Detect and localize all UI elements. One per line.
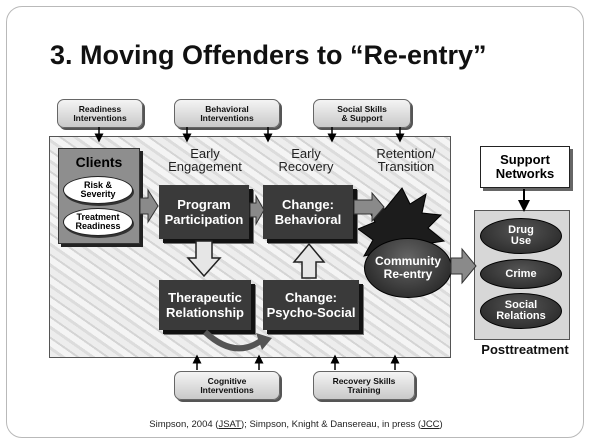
citation-link-jcc[interactable]: JCC bbox=[421, 419, 440, 430]
stage-label-line2: Recovery bbox=[278, 159, 334, 174]
citation-text: Simpson, 2004 (JSAT); Simpson, Knight & … bbox=[0, 419, 592, 430]
citation-part1: Simpson, 2004 ( bbox=[149, 419, 219, 430]
change-psychosocial-box: Change:Psycho-Social bbox=[263, 280, 359, 330]
citation-part2: ); Simpson, Knight & Dansereau, in press… bbox=[241, 419, 422, 430]
arrow-psychosocial-to-behavioral bbox=[292, 242, 326, 279]
social-line2: Relations bbox=[496, 310, 546, 322]
drug-line1: Drug bbox=[508, 224, 534, 236]
clients-title: Clients bbox=[75, 154, 123, 170]
citation-link-jsat[interactable]: JSAT bbox=[218, 419, 241, 430]
recovery-line1: Recovery Skills bbox=[332, 375, 396, 386]
curved-arrow-head bbox=[256, 333, 272, 350]
community-line2: Re-entry bbox=[383, 267, 433, 281]
arrow-program-to-therapeutic bbox=[186, 240, 222, 278]
risk-line2: Severity bbox=[80, 189, 116, 199]
therapeutic-line2: Relationship bbox=[165, 305, 244, 320]
behavioral-line2: Behavioral bbox=[274, 212, 342, 227]
arrow-community-to-posttreatment bbox=[450, 247, 477, 285]
psychosocial-line2: Psycho-Social bbox=[266, 305, 356, 320]
readiness-interventions-line1: Readiness bbox=[78, 103, 122, 114]
crime-oval: Crime bbox=[480, 259, 562, 289]
crime-line1: Crime bbox=[505, 267, 537, 280]
arrow-clients-to-program bbox=[139, 188, 159, 224]
posttreatment-label: Posttreatment bbox=[481, 342, 569, 357]
cognitive-line1: Cognitive bbox=[207, 375, 247, 386]
community-line1: Community bbox=[375, 254, 441, 268]
program-line2: Participation bbox=[164, 212, 244, 227]
stage-label-line2: Engagement bbox=[168, 159, 242, 174]
slide-frame bbox=[6, 6, 584, 438]
behavioral-interventions-line1: Behavioral bbox=[205, 103, 249, 114]
social-skills-line1: Social Skills bbox=[337, 103, 387, 114]
social-line1: Social bbox=[504, 299, 538, 311]
arrow-behavioral-to-transition bbox=[353, 191, 385, 223]
stage-retention-transition: Retention/Transition bbox=[364, 147, 448, 173]
behavioral-line1: Change: bbox=[281, 197, 334, 212]
cognitive-line2: Interventions bbox=[200, 384, 254, 395]
readiness-line2: Readiness bbox=[75, 221, 121, 231]
curved-arrow-therapeutic-to-psychosocial bbox=[202, 329, 264, 352]
risk-severity-oval: Risk &Severity bbox=[63, 176, 133, 204]
risk-line1: Risk & bbox=[83, 180, 112, 190]
stage-label-line1: Early bbox=[291, 146, 321, 161]
program-line1: Program bbox=[177, 197, 231, 212]
readiness-interventions-line2: Interventions bbox=[73, 112, 127, 123]
social-skills-line2: & Support bbox=[341, 112, 383, 123]
support-line1: Support bbox=[500, 152, 550, 167]
social-skills-support-box: Social Skills& Support bbox=[313, 99, 411, 128]
support-line2: Networks bbox=[495, 166, 555, 181]
stage-label-line2: Transition bbox=[377, 159, 435, 174]
recovery-line2: Training bbox=[347, 384, 381, 395]
slide-title: 3. Moving Offenders to “Re-entry” bbox=[50, 40, 487, 70]
change-behavioral-box: Change:Behavioral bbox=[263, 185, 353, 239]
citation-part3: ) bbox=[439, 419, 443, 430]
readiness-line1: Treatment bbox=[76, 212, 120, 222]
therapeutic-line1: Therapeutic bbox=[168, 290, 242, 305]
stage-label-line1: Retention/ bbox=[376, 146, 436, 161]
psychosocial-line1: Change: bbox=[285, 290, 337, 305]
behavioral-interventions-line2: Interventions bbox=[200, 112, 254, 123]
drug-line2: Use bbox=[510, 235, 532, 247]
stage-label-line1: Early bbox=[190, 146, 220, 161]
arrow-program-to-behavioral bbox=[249, 194, 265, 226]
